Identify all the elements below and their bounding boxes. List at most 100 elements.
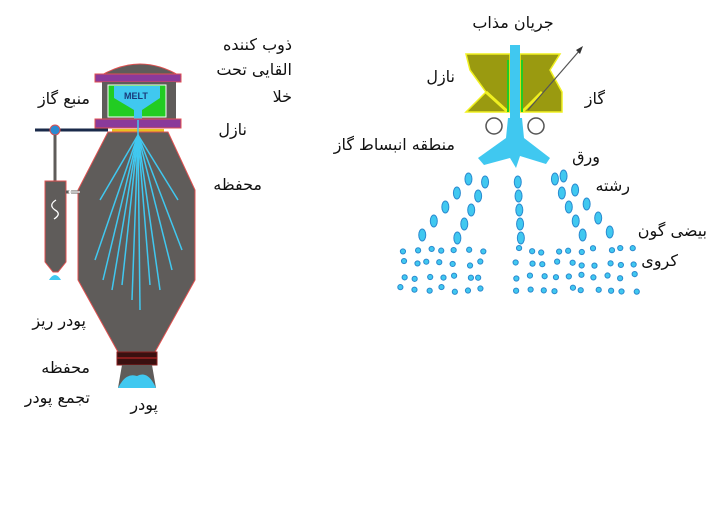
spherical-droplet: [538, 249, 545, 256]
chamber-label: محفظه: [213, 175, 262, 194]
spherical-droplet: [467, 274, 475, 281]
spherical-droplet: [617, 275, 624, 282]
spherical-droplet: [551, 288, 558, 295]
melt-pool: [114, 86, 160, 120]
ellipsoid-droplet: [441, 200, 450, 214]
spherical-droplet: [513, 275, 520, 282]
spherical-droplet: [527, 286, 534, 293]
nozzle-right: [519, 53, 563, 113]
spherical-droplet: [513, 287, 520, 294]
spherical-droplet: [401, 274, 408, 281]
ellipsoid-droplet: [564, 200, 573, 214]
spherical-droplet: [464, 287, 472, 294]
spherical-droplet: [399, 248, 407, 255]
ellipsoid-droplet: [453, 231, 462, 245]
swirl-icon: [51, 199, 59, 220]
ellipsoid-droplet: [571, 183, 580, 197]
collector-label-1: محفظه: [41, 358, 90, 377]
fine-powder-label: پودر ریز: [31, 311, 86, 331]
spherical-droplet: [423, 258, 430, 265]
spherical-droplet: [449, 260, 456, 268]
spherical-droplet: [475, 274, 482, 281]
ellipsoid-droplet: [594, 211, 603, 225]
spherical-droplet: [578, 271, 585, 278]
spherical-droplet: [565, 247, 572, 254]
ellipsoid-droplet: [514, 189, 523, 203]
spherical-droplet: [450, 272, 458, 279]
spherical-droplet: [440, 274, 447, 281]
spherical-droplet: [515, 244, 523, 252]
nozzle-left: [464, 53, 511, 113]
gas-arrow-head-icon: [576, 46, 583, 54]
spherical-droplet: [428, 245, 435, 253]
melt-sheet: [478, 118, 550, 168]
ellipsoid-droplet: [582, 197, 591, 211]
ellipsoid-droplet: [474, 189, 483, 203]
gas-source-label: منبع گاز: [37, 89, 90, 109]
melt-stream-tube: [510, 45, 520, 120]
spherical-droplet: [608, 247, 616, 254]
spherical-droplet: [589, 245, 597, 252]
cyclone: [44, 180, 67, 273]
spherical-droplet: [618, 288, 625, 295]
atomization-mechanism: جریان مذاب نازل گاز منطقه انبساط گاز ورق…: [333, 13, 707, 295]
ellipsoid-droplet: [464, 172, 473, 186]
gas-arrow: [527, 49, 581, 111]
spherical-droplet: [480, 248, 487, 255]
ellipsoid-droplet: [481, 175, 490, 189]
melt-stream-label: جریان مذاب: [472, 13, 553, 33]
melt-label: MELT: [124, 91, 148, 101]
gas-atomizer-schematic: MELT ذوب کننده القایی تحت خلا منبع گاز ن…: [24, 35, 292, 415]
spherical-droplet: [590, 274, 597, 281]
spherical-droplet: [411, 275, 418, 282]
ellipsoid-droplet: [460, 217, 469, 231]
spherical-droplet: [591, 262, 598, 269]
droplets: [397, 169, 640, 295]
ellipsoid-droplet: [513, 175, 522, 189]
spherical-droplet: [617, 244, 624, 252]
collector-label-2: تجمع پودر: [24, 388, 90, 408]
top-flange: [94, 73, 182, 83]
ellipsoid-droplet: [429, 214, 438, 228]
melter-label-3: خلا: [273, 87, 292, 106]
ellipsoid-droplet: [578, 228, 587, 242]
spherical-droplet: [400, 257, 408, 265]
ellipsoid-droplet: [516, 231, 525, 245]
powder-label: پودر: [129, 395, 158, 415]
ellipsoid-label: بیضی گون: [638, 221, 707, 241]
spherical-droplet: [436, 259, 443, 266]
ellipsoid-droplet: [550, 172, 559, 186]
ellipsoid-droplet: [418, 228, 427, 242]
spherical-droplet: [451, 288, 458, 295]
spherical-droplet: [438, 283, 445, 291]
spherical-droplet: [552, 274, 560, 281]
spherical-droplet: [540, 287, 547, 294]
spherical-droplet: [427, 273, 434, 281]
spherical-droplet: [411, 286, 418, 293]
spherical-droplet: [617, 261, 624, 269]
spherical-droplet: [578, 262, 585, 269]
ligament-label: رشته: [595, 176, 630, 196]
fine-powder-heap: [49, 275, 61, 280]
powder-heap: [118, 374, 156, 388]
spherical-droplet: [578, 248, 585, 256]
gas-channel-left: [484, 90, 510, 114]
nozzle-label-right: نازل: [426, 67, 455, 87]
ellipsoid-droplet: [557, 186, 566, 200]
melter-label-1: ذوب کننده: [223, 35, 292, 55]
spherical-droplet: [466, 262, 474, 269]
spherical-droplet: [595, 286, 602, 293]
ellipsoid-droplet: [467, 203, 476, 217]
ellipsoid-droplet: [571, 214, 580, 228]
ellipsoid-droplet: [515, 203, 524, 217]
spherical-droplet: [629, 245, 636, 252]
spherical-droplet: [539, 261, 546, 268]
nozzle-label: نازل: [218, 120, 247, 140]
gas-label: گاز: [584, 89, 606, 109]
vortex-right: [527, 117, 545, 135]
melter-label-2: القایی تحت: [216, 60, 292, 79]
spherical-droplet: [541, 273, 548, 280]
spherical-droplet: [577, 287, 584, 294]
sheet-label: ورق: [572, 147, 600, 167]
spherical-droplet: [426, 287, 433, 294]
